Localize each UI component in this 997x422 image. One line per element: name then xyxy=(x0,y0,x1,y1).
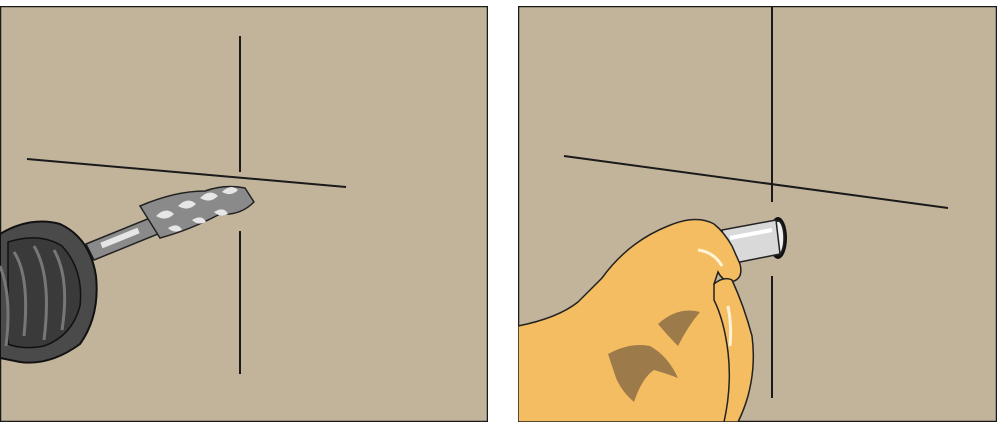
panel-drilling xyxy=(0,6,488,422)
drill-icon xyxy=(0,222,97,363)
panel-insert-plug xyxy=(518,6,997,422)
wall-surface xyxy=(1,7,488,422)
